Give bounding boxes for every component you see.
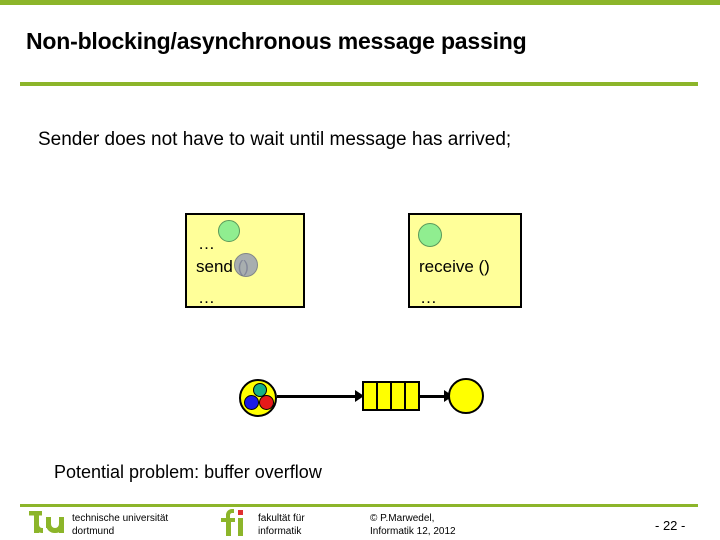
title-divider: [20, 82, 698, 86]
bottom-note-text: Potential problem: buffer overflow: [54, 462, 322, 482]
buffer-cell: [378, 383, 392, 409]
fi-footer-text: fakultät für informatik: [258, 512, 305, 538]
copyright-text: © P.Marwedel, Informatik 12, 2012: [370, 512, 456, 538]
arrow-right-head-icon: [355, 390, 364, 402]
receive-call-label: receive (): [419, 257, 490, 276]
tu-footer-text: technische universität dortmund: [72, 512, 168, 538]
top-accent-bar: [0, 0, 720, 5]
buffer-cell: [392, 383, 406, 409]
green-bubble-icon: [418, 223, 442, 247]
receive-line-bottom: …: [420, 288, 439, 307]
copyright-line1: © P.Marwedel,: [370, 513, 435, 524]
arrow-right-icon: [277, 395, 358, 398]
tu-footer-line2: dortmund: [72, 526, 115, 537]
send-line-bottom: …: [198, 288, 217, 307]
copyright-line2: Informatik 12, 2012: [370, 526, 456, 537]
receiver-process-node-icon: [448, 378, 484, 414]
send-line-top: …: [198, 234, 217, 253]
page-number: - 22 -: [655, 518, 686, 533]
fi-footer-line2: informatik: [258, 526, 302, 537]
buffer-cell: [406, 383, 418, 409]
sender-process-node-icon: [239, 379, 277, 417]
arrow-right-icon: [419, 395, 451, 398]
footer-divider: [20, 504, 698, 507]
buffer-cell: [364, 383, 378, 409]
subtitle-text: Sender does not have to wait until messa…: [38, 129, 512, 150]
red-dot-icon: [259, 395, 274, 410]
send-code-box: … send () …: [185, 213, 305, 308]
green-bubble-icon: [218, 220, 240, 242]
tu-dortmund-logo: [29, 511, 65, 534]
page-title: Non-blocking/asynchronous message passin…: [26, 28, 527, 54]
tu-footer-line1: technische universität: [72, 513, 169, 524]
fi-footer-line1: fakultät für: [258, 513, 305, 524]
blue-dot-icon: [244, 395, 259, 410]
receive-code-box: … receive () …: [408, 213, 522, 308]
gray-bubble-icon: [234, 253, 258, 277]
message-buffer: [362, 381, 420, 411]
fakultaet-informatik-logo: [221, 509, 243, 536]
